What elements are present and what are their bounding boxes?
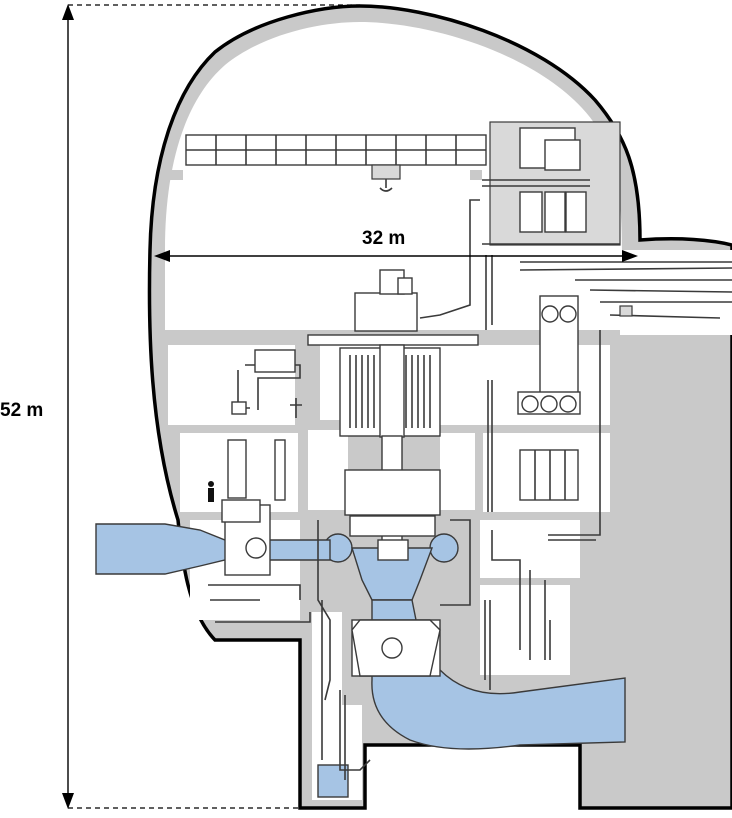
person-silhouette: [208, 481, 214, 502]
turbine-spiral-casing: [323, 533, 459, 601]
cable-ducts: [519, 261, 732, 319]
interior-floors: [168, 250, 732, 800]
width-label: 32 m: [362, 228, 405, 249]
busbar-columns: [517, 295, 581, 501]
height-label: 52 m: [0, 400, 43, 421]
width-dimension: [154, 250, 638, 262]
generator: [307, 269, 479, 438]
auxiliary-piping-right: [317, 199, 601, 780]
transformer-room: [482, 121, 621, 246]
turbine-shaft: [344, 435, 441, 547]
inlet-penstock: [95, 499, 331, 576]
overhead-crane: [185, 134, 487, 192]
draft-tube: [351, 599, 626, 750]
auxiliary-equipment-left: [208, 349, 311, 623]
height-dimension: [0, 4, 360, 809]
